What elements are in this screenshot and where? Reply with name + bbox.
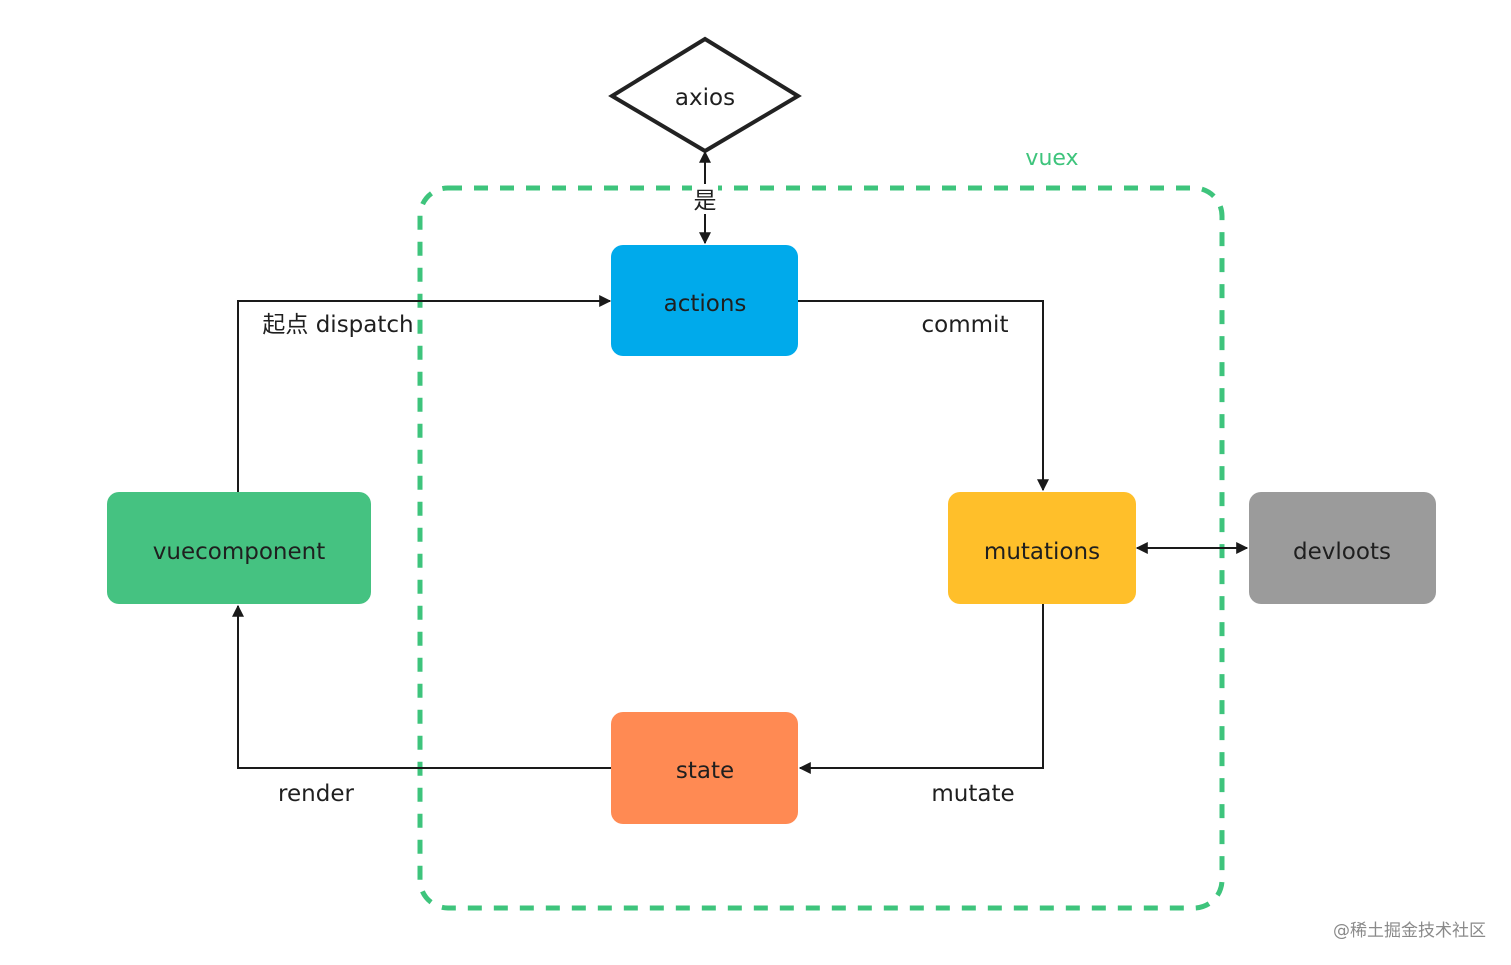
state-node-shape[interactable]: [611, 712, 798, 824]
edge-label-mutate: mutate: [931, 781, 1014, 807]
vuex-group-label: vuex: [1025, 146, 1078, 171]
axios-node-label: axios: [675, 85, 735, 111]
state-node-label: state: [676, 758, 734, 784]
vuecomponent-node-shape[interactable]: [107, 492, 371, 604]
actions-node-shape[interactable]: [611, 245, 798, 356]
mutations-node-label: mutations: [984, 539, 1100, 565]
edge-mutate: [798, 604, 1044, 774]
actions-node-label: actions: [664, 291, 747, 317]
edge-label-commit: commit: [922, 312, 1009, 338]
edge-label-axios-link: 是: [694, 188, 717, 214]
mutations-node-shape[interactable]: [948, 492, 1136, 604]
edge-dispatch: [237, 295, 612, 492]
axios-node-shape[interactable]: [608, 36, 802, 154]
edge-render: [232, 604, 611, 769]
devloots-node-shape[interactable]: [1249, 492, 1436, 604]
devloots-node-label: devloots: [1293, 539, 1391, 565]
vuecomponent-node-label: vuecomponent: [153, 539, 325, 565]
edge-label-dispatch: 起点 dispatch: [262, 312, 413, 338]
edge-label-render: render: [278, 781, 354, 807]
watermark-text: @稀土掘金技术社区: [1333, 921, 1486, 941]
edge-commit: [798, 300, 1049, 492]
edge-label-axios-bg: [692, 184, 718, 214]
